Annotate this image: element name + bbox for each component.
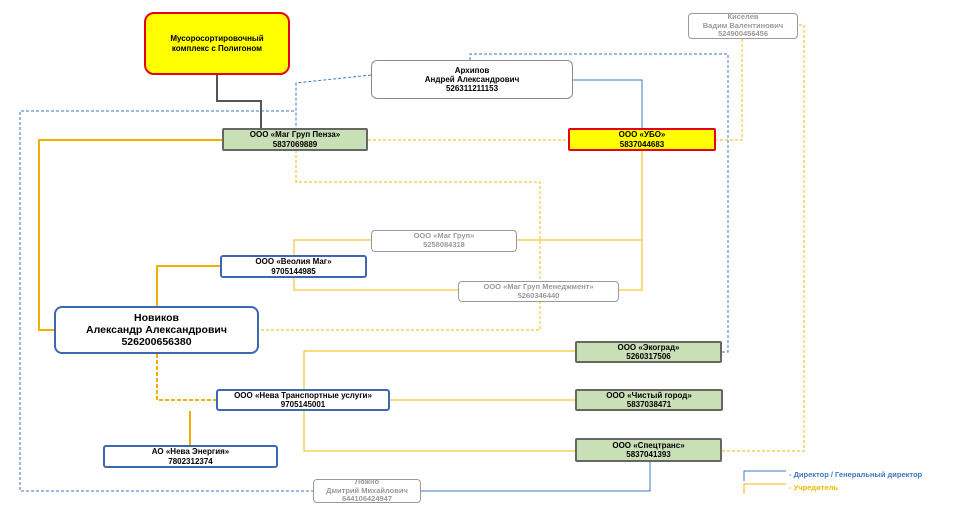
director-link-arkhipov-ubo	[573, 79, 643, 130]
person-name: Архипов	[454, 65, 490, 75]
director-link-lozhno-frame	[19, 110, 314, 492]
node-label: комплекс с Полигоном	[171, 43, 263, 53]
node-mag-grup[interactable]: ООО «Маг Груп» 5258084318	[371, 230, 517, 252]
company-name: ООО «Спецтранс»	[612, 440, 685, 450]
person-name: Киселев	[727, 12, 759, 22]
company-inn: 5837041393	[626, 450, 671, 459]
company-inn: 9705145001	[280, 400, 326, 409]
company-name: ООО «УБО»	[618, 130, 666, 140]
node-label: Мусоросортировочный	[170, 34, 264, 44]
node-neva-energy[interactable]: АО «Нева Энергия» 7802312374	[103, 445, 278, 468]
company-inn: 5837069889	[272, 139, 318, 149]
company-inn: 9705144985	[271, 266, 316, 276]
node-neva-transport[interactable]: ООО «Нева Транспортные услуги» 970514500…	[216, 389, 390, 411]
node-kiselev[interactable]: Киселев Вадим Валентинович 524900456456	[688, 12, 798, 39]
legend-director-label: - Директор / Генеральный директор	[789, 470, 923, 479]
person-inn: 526200656380	[121, 336, 192, 349]
company-name: ООО «Чистый город»	[606, 390, 692, 400]
company-inn: 5260317506	[626, 352, 671, 361]
director-link-lozhno-spetstrans	[420, 462, 651, 492]
company-name: ООО «Маг Груп»	[413, 231, 475, 241]
director-link-arkhipov-penza	[295, 74, 372, 130]
founder-link-ubo-management	[619, 150, 643, 291]
company-name: ООО «Нева Транспортные услуги»	[234, 390, 372, 400]
founder-link-kiselev-ubo	[715, 24, 798, 141]
person-inn: 644106424947	[341, 494, 393, 504]
person-name: Вадим Валентинович	[702, 20, 784, 30]
person-name: Александр Александрович	[86, 323, 227, 336]
legend-line-director	[743, 470, 786, 481]
node-mag-grup-management[interactable]: ООО «Маг Груп Менеджмент» 5260346440	[458, 281, 619, 302]
node-ekograd[interactable]: ООО «Экоград» 5260317506	[575, 341, 722, 363]
company-inn: 5837038471	[626, 400, 672, 409]
company-inn: 5837044683	[619, 139, 665, 149]
company-name: ООО «Маг Груп Пенза»	[249, 130, 341, 140]
company-name: ООО «Веолия Маг»	[255, 257, 332, 267]
node-arkhipov[interactable]: Архипов Андрей Александрович 52631121115…	[371, 60, 573, 99]
node-mag-grup-penza[interactable]: ООО «Маг Груп Пенза» 5837069889	[222, 128, 368, 151]
link-complex-to-mag-penza	[216, 75, 262, 130]
node-ubo[interactable]: ООО «УБО» 5837044683	[568, 128, 716, 151]
node-spetstrans[interactable]: ООО «Спецтранс» 5837041393	[575, 438, 722, 462]
company-name: ООО «Экоград»	[617, 342, 680, 352]
node-veolia-mag[interactable]: ООО «Веолия Маг» 9705144985	[220, 255, 367, 278]
node-novikov[interactable]: Новиков Александр Александрович 52620065…	[54, 306, 259, 354]
legend-founder-label: - Учредитель	[789, 483, 838, 492]
node-waste-complex[interactable]: Мусоросортировочный комплекс с Полигоном	[144, 12, 290, 75]
founder-link-kiselev-spetstrans	[722, 24, 805, 452]
company-inn: 5258084318	[423, 240, 465, 249]
node-lozhno[interactable]: Ложно Дмитрий Михайлович 644106424947	[313, 477, 421, 504]
person-name: Дмитрий Михайлович	[326, 485, 408, 495]
company-inn: 5260346440	[517, 290, 560, 300]
person-inn: 526311211153	[445, 84, 499, 94]
company-inn: 7802312374	[168, 456, 213, 466]
founder-link-novikov-veolia	[156, 265, 221, 307]
founder-link-penza-novikov	[259, 150, 541, 331]
person-inn: 524900456456	[717, 29, 769, 39]
founder-link-novikov-penza	[38, 139, 223, 331]
person-name: Ложно	[354, 477, 380, 487]
founder-link-veolia-frame	[293, 239, 371, 256]
founder-link-veolia-management	[293, 276, 459, 291]
node-chisty-gorod[interactable]: ООО «Чистый город» 5837038471	[575, 389, 723, 411]
company-name: ООО «Маг Груп Менеджмент»	[483, 281, 594, 291]
company-name: АО «Нева Энергия»	[151, 447, 230, 457]
founder-link-novikov-neva	[156, 354, 217, 401]
person-name: Новиков	[134, 311, 179, 324]
legend-line-founder	[743, 483, 786, 494]
person-name: Андрей Александрович	[424, 74, 520, 84]
